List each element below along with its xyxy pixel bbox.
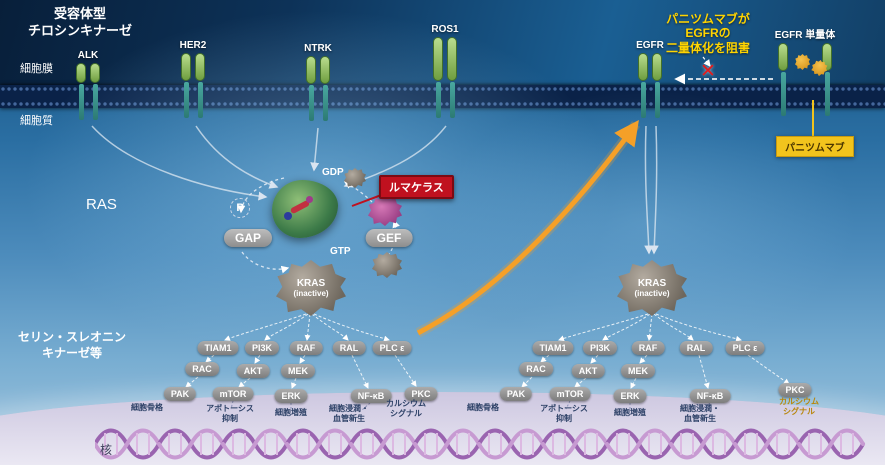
gdp-label: GDP [322,167,344,178]
receptor-ros1: ROS1 [415,24,475,118]
outcome-proliferation-right: 細胞増殖 [614,408,646,417]
receptor-egfr-monomer: EGFR 単量体 [745,26,865,116]
kras-left-line1: KRAS [296,277,326,289]
gef-node: GEF [365,229,413,247]
receptor-ros1-label: ROS1 [431,24,459,35]
receptor-her2: HER2 [163,40,223,118]
panitumumab-note: パニツムマブが EGFRの 二量体化を阻害 [638,12,778,55]
rtk-label-line2: チロシンキナーゼ [27,22,132,38]
node-tiam1-left: TIAM1 [197,341,239,355]
node-erk-left: ERK [274,389,308,403]
node-nfkb-right: NF-κB [689,389,731,403]
node-pi3k-right: PI3K [582,341,618,355]
block-x-icon: ✕ [700,61,716,82]
node-raf-right: RAF [631,341,665,355]
receptor-egfr-label: EGFR [636,40,664,51]
gtp-label: GTP [330,246,351,257]
node-erk-right: ERK [613,389,647,403]
gdp-fragment-icon [344,168,366,188]
receptor-egfr: EGFR [620,40,680,118]
receptor-egfr-body [638,53,662,118]
node-plce-right: PLC ε [725,341,765,355]
node-rac-left: RAC [185,362,219,376]
receptor-her2-body [181,53,205,118]
outcome-invasion-left: 細胞浸潤・血管新生 [329,404,369,424]
receptor-her2-label: HER2 [179,40,207,51]
outcome-proliferation-left: 細胞増殖 [275,408,307,417]
lumakras-drug-label: ルマケラス [379,175,454,199]
outcome-apoptosis-right: アポトーシス抑制 [540,404,588,424]
node-akt-left: AKT [236,364,270,378]
receptor-ntrk: NTRK [288,43,348,121]
node-plce-left: PLC ε [372,341,412,355]
panitumumab-note-line1: パニツムマブが [666,12,750,26]
receptor-ntrk-label: NTRK [304,43,332,54]
outcome-apoptosis-left: アポトーシス抑制 [206,404,254,424]
outcome-calcium-left: カルシウムシグナル [386,399,426,419]
node-mek-left: MEK [281,364,315,378]
cell-membrane-label: 細胞膜 [20,63,53,75]
receptor-ros1-body [433,37,457,118]
kras-gtp-protein [272,180,338,238]
outcome-calcium-right: カルシウムシグナル [779,397,819,417]
receptor-ntrk-body [306,56,330,121]
protein-ribbon-blue [284,212,292,220]
node-pkc-left: PKC [404,387,438,401]
node-rac-right: RAC [519,362,553,376]
node-mek-right: MEK [621,364,655,378]
node-mtor-left: mTOR [212,387,254,401]
panitumumab-drug-label: パニツムマブ [776,136,854,157]
kras-inactive-right: KRAS (inactive) [617,260,687,316]
cytoplasm-label: 細胞質 [20,115,53,127]
ser-thr-line1: セリン・スレオニン [17,330,126,344]
gef-protein-blob [368,196,402,226]
ser-thr-kinase-label: セリン・スレオニン キナーゼ等 [16,330,128,361]
gap-node: GAP [223,229,273,247]
node-pak-left: PAK [163,387,197,401]
receptor-alk-label: ALK [77,50,99,61]
node-pkc-right: PKC [778,383,812,397]
phosphate-circle: P [230,198,250,218]
node-nfkb-left: NF-κB [350,389,392,403]
receptor-alk: ALK [58,50,118,120]
rtk-label-line1: 受容体型 [53,6,106,21]
node-pak-right: PAK [499,387,533,401]
outcome-cytoskeleton-left: 細胞骨格 [131,403,163,412]
node-raf-left: RAF [289,341,323,355]
panitumumab-note-line3: 二量体化を阻害 [665,40,750,55]
kras-right-line1: KRAS [637,277,667,289]
kras-left-line2: (inactive) [293,289,329,299]
kras-inactive-left: KRAS (inactive) [276,260,346,316]
kras-right-line2: (inactive) [634,289,670,299]
outcome-invasion-right: 細胞浸潤・血管新生 [680,404,720,424]
nucleus-label: 核 [100,443,113,457]
ser-thr-line2: キナーゼ等 [41,345,102,360]
panitumumab-note-line2: EGFRの [685,26,731,41]
receptor-egfr-monomer-label: EGFR 単量体 [774,30,836,41]
receptor-tyrosine-kinase-label: 受容体型 チロシンキナーゼ [14,6,146,40]
node-mtor-right: mTOR [549,387,591,401]
outcome-cytoskeleton-right: 細胞骨格 [467,403,499,412]
node-akt-right: AKT [571,364,605,378]
node-ral-left: RAL [332,341,366,355]
receptor-egfr-monomer-body [778,43,832,116]
ras-label: RAS [86,196,117,213]
gray-fragment-icon [372,252,402,278]
node-pi3k-left: PI3K [244,341,280,355]
node-ral-right: RAL [679,341,713,355]
protein-ribbon-magenta [306,196,313,203]
receptor-alk-body [76,63,100,120]
node-tiam1-right: TIAM1 [532,341,574,355]
egfr-monomer-fragment-icon [795,54,810,70]
